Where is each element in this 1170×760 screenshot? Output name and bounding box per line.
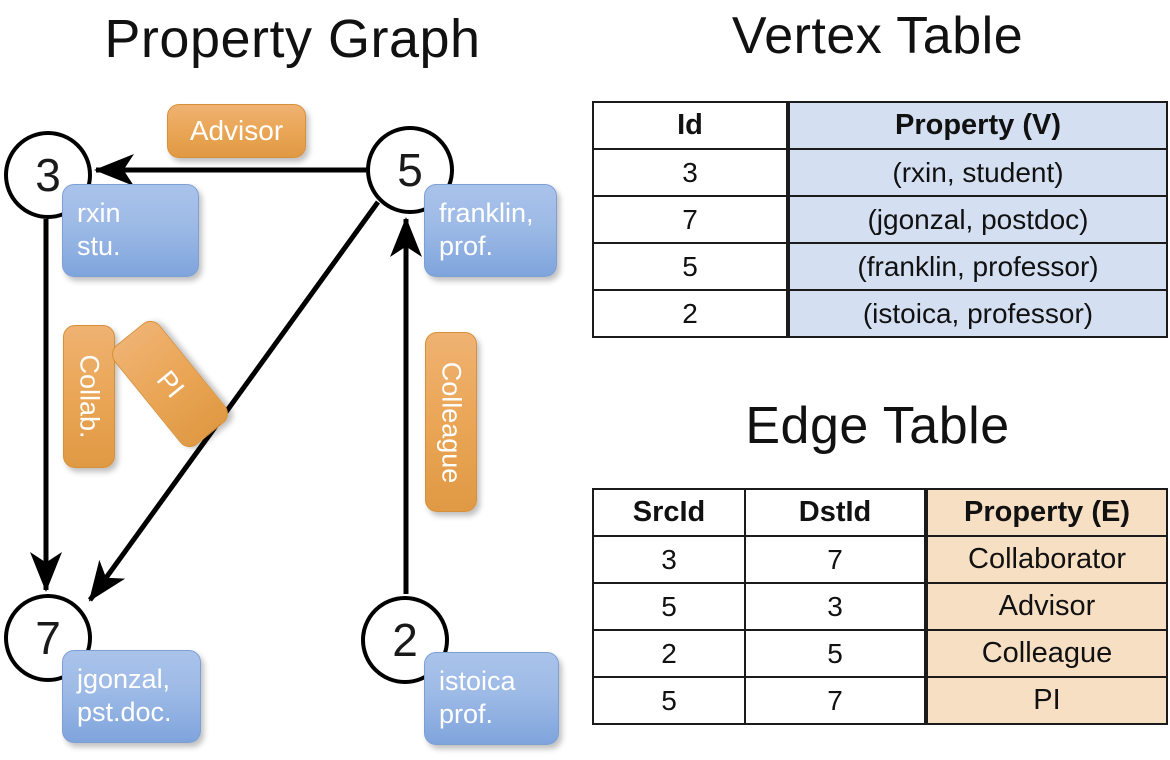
edge-label-box-collab[interactable]: Collab. [63, 325, 115, 468]
graph-node-5-label: 5 [397, 144, 423, 196]
edge-cell-srcid: 3 [592, 535, 746, 584]
graph-edges-layer [30, 154, 422, 602]
edge-label-collab: Collab. [74, 354, 105, 439]
edge-cell-property: Advisor [925, 582, 1168, 631]
vertex-table: Id Property (V) 3 (rxin, student) 7 (jgo… [592, 101, 1168, 338]
vertex-cell-id: 3 [592, 148, 790, 197]
edge-cell-srcid: 5 [592, 676, 746, 725]
table-row[interactable]: 2 (istoica, professor) [592, 289, 1168, 338]
table-row[interactable]: 3 7 Collaborator [592, 535, 1168, 584]
edge-cell-dstid: 5 [744, 629, 928, 678]
edge-table-header-row: SrcId DstId Property (E) [592, 488, 1168, 537]
vertex-table-header-row: Id Property (V) [592, 101, 1168, 150]
edge-table-header-srcid: SrcId [592, 488, 746, 537]
edge-label-advisor: Advisor [189, 115, 284, 146]
vertex-property-jgonzal-line2: pst.doc. [77, 697, 172, 727]
vertex-cell-property: (rxin, student) [787, 148, 1168, 197]
vertex-property-box-istoica[interactable]: istoica prof. [424, 652, 559, 745]
table-row[interactable]: 7 (jgonzal, postdoc) [592, 195, 1168, 244]
vertex-property-franklin-line2: prof. [439, 231, 494, 261]
vertex-property-franklin-line1: franklin, [439, 198, 534, 228]
vertex-cell-id: 5 [592, 242, 790, 291]
edge-cell-srcid: 2 [592, 629, 746, 678]
edge-cell-property: PI [925, 676, 1168, 725]
page-title-vertex-table: Vertex Table [731, 7, 1024, 65]
vertex-property-jgonzal-line1: jgonzal, [77, 664, 171, 694]
graph-node-3-label: 3 [35, 149, 61, 201]
edge-table: SrcId DstId Property (E) 3 7 Collaborato… [592, 488, 1168, 725]
page-title-edge-table: Edge Table [745, 397, 1010, 455]
edge-table-header-property: Property (E) [925, 488, 1168, 537]
edge-label-box-advisor[interactable]: Advisor [167, 104, 306, 158]
edge-5-to-7-pi [87, 200, 381, 602]
vertex-property-box-franklin[interactable]: franklin, prof. [424, 184, 557, 277]
graph-node-2[interactable]: 2 [361, 596, 449, 684]
property-graph-panel: Property Graph 3 5 7 2 [4, 9, 559, 745]
table-row[interactable]: 5 7 PI [592, 676, 1168, 725]
edge-cell-srcid: 5 [592, 582, 746, 631]
graph-node-5[interactable]: 5 [366, 126, 454, 214]
vertex-cell-property: (jgonzal, postdoc) [787, 195, 1168, 244]
edge-table-header-dstid: DstId [744, 488, 928, 537]
edge-cell-dstid: 7 [744, 676, 928, 725]
vertex-cell-property: (franklin, professor) [787, 242, 1168, 291]
vertex-cell-id: 7 [592, 195, 790, 244]
graph-node-2-label: 2 [392, 614, 418, 666]
table-row[interactable]: 5 3 Advisor [592, 582, 1168, 631]
edge-cell-property: Collaborator [925, 535, 1168, 584]
vertex-property-istoica-line2: prof. [439, 699, 494, 729]
edge-cell-dstid: 7 [744, 535, 928, 584]
table-row[interactable]: 5 (franklin, professor) [592, 242, 1168, 291]
vertex-property-box-rxin[interactable]: rxin stu. [62, 184, 199, 277]
vertex-property-istoica-line1: istoica [439, 666, 516, 696]
edge-cell-dstid: 3 [744, 582, 928, 631]
vertex-cell-property: (istoica, professor) [787, 289, 1168, 338]
vertex-property-rxin-line1: rxin [77, 198, 121, 228]
vertex-property-box-jgonzal[interactable]: jgonzal, pst.doc. [62, 650, 201, 743]
edge-label-pi: PI [150, 364, 191, 404]
page-title-property-graph: Property Graph [104, 9, 481, 69]
vertex-table-header-property: Property (V) [787, 101, 1168, 150]
edge-label-box-colleague[interactable]: Colleague [425, 332, 477, 512]
table-row[interactable]: 2 5 Colleague [592, 629, 1168, 678]
edge-cell-property: Colleague [925, 629, 1168, 678]
vertex-property-rxin-line2: stu. [77, 231, 121, 261]
edge-label-colleague: Colleague [436, 361, 467, 483]
vertex-table-header-id: Id [592, 101, 790, 150]
vertex-cell-id: 2 [592, 289, 790, 338]
table-row[interactable]: 3 (rxin, student) [592, 148, 1168, 197]
graph-node-7-label: 7 [35, 612, 61, 664]
